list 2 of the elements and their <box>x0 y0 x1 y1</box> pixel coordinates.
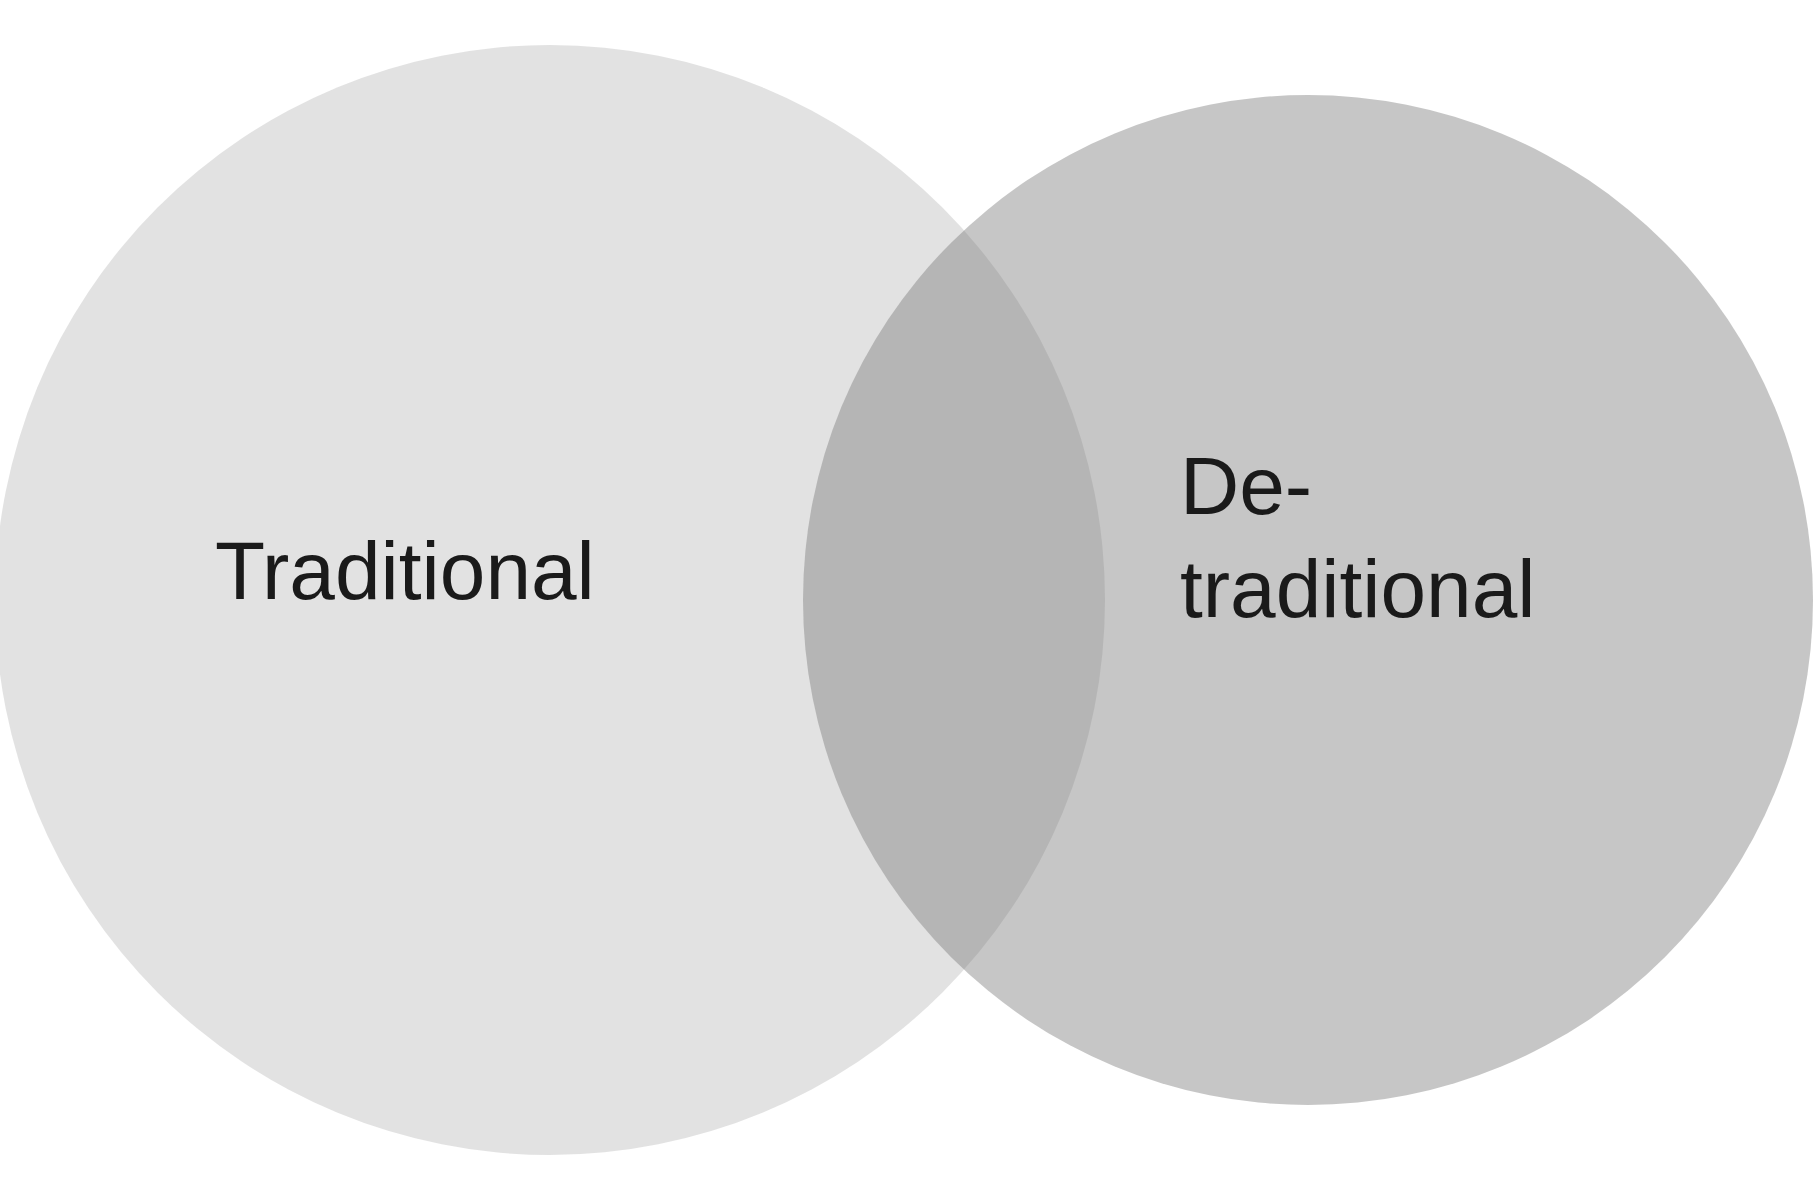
set-label: De- traditional <box>1180 439 1537 636</box>
set-label: Traditional <box>215 524 595 618</box>
